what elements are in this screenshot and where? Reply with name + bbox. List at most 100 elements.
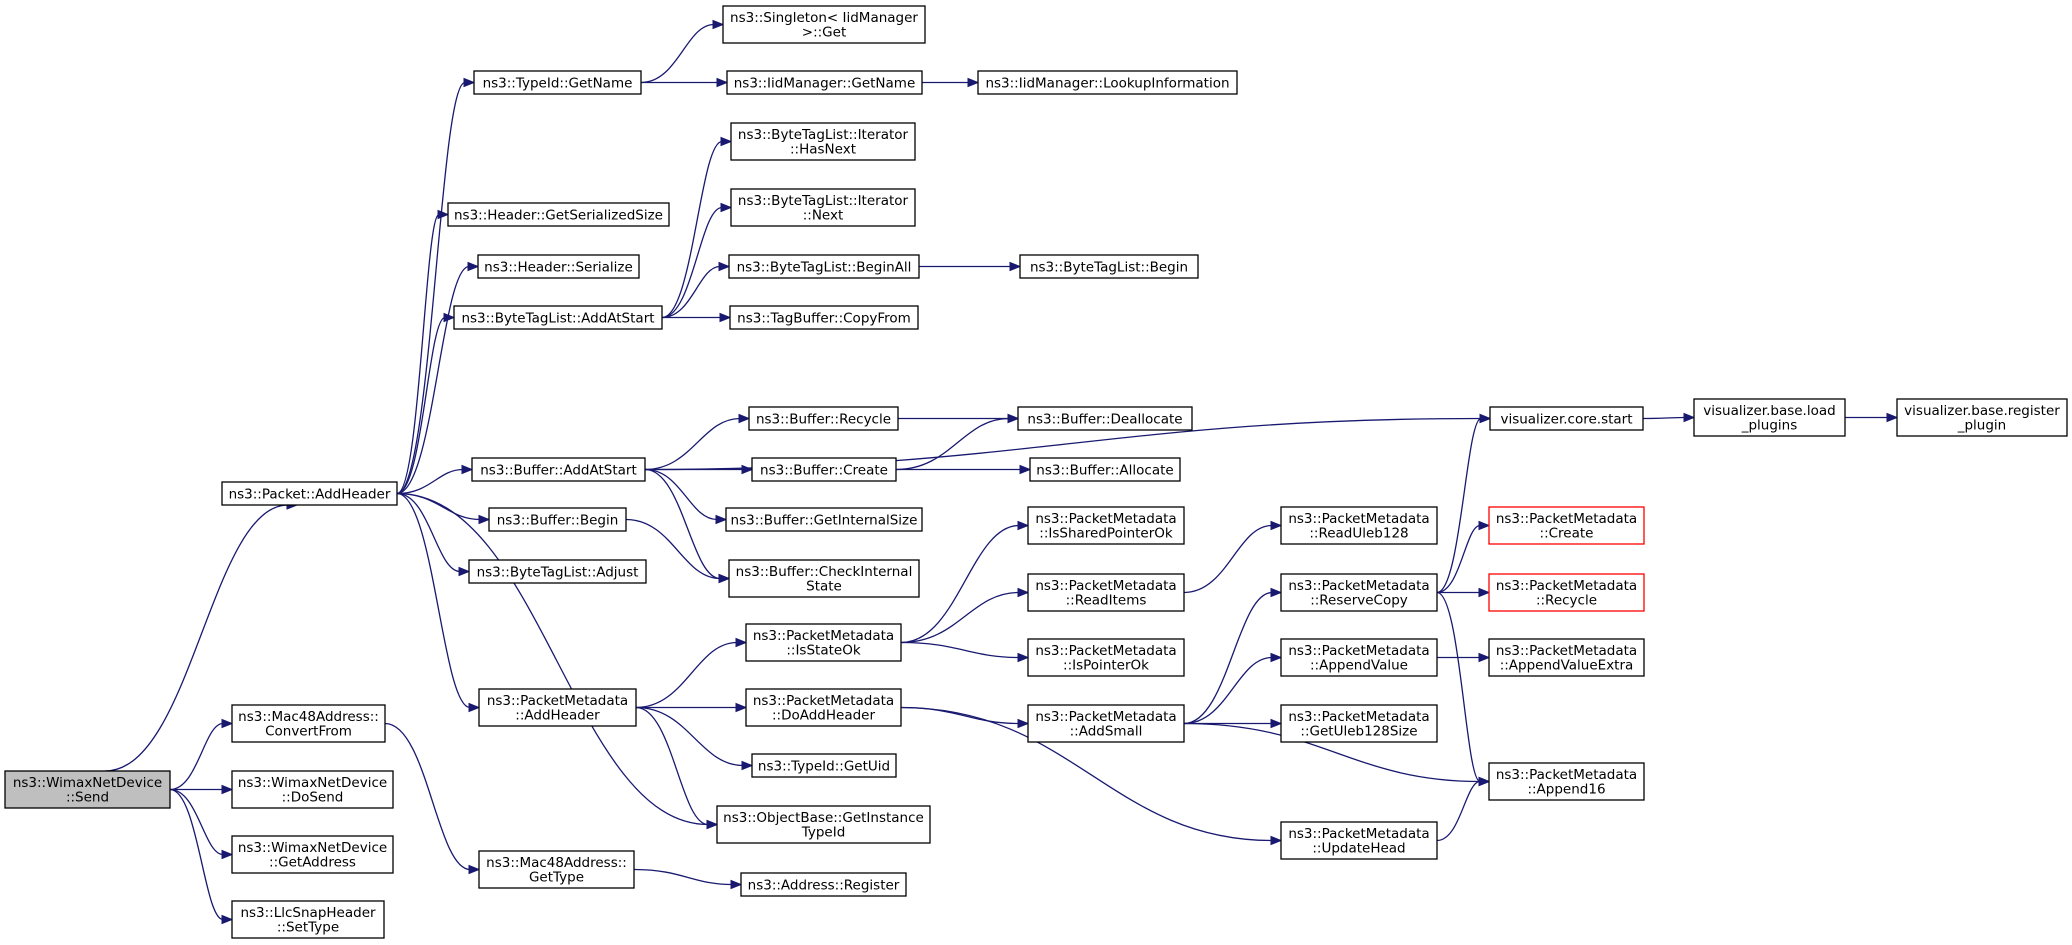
edge-typeid-getname-to-singleton-get [640,23,715,84]
node-do-send[interactable]: ns3::WimaxNetDevice::DoSend [231,770,394,809]
node-buffer-addatstart[interactable]: ns3::Buffer::AddAtStart [471,457,646,482]
node-singleton-get[interactable]: ns3::Singleton< IidManager >::Get [722,5,926,44]
node-iid-getname[interactable]: ns3::IidManager::GetName [726,70,923,95]
node-header-gss[interactable]: ns3::Header::GetSerializedSize [447,202,670,227]
node-label: ::DoAddHeader [772,708,875,724]
node-add-header[interactable]: ns3::Packet::AddHeader [221,481,398,506]
node-btl-begin[interactable]: ns3::ByteTagList::Begin [1019,254,1199,279]
node-tagbuffer-copyfrom[interactable]: ns3::TagBuffer::CopyFrom [729,305,919,330]
node-pm-ispointerok[interactable]: ns3::PacketMetadata::IsPointerOk [1027,638,1185,677]
node-label: ::GetAddress [269,855,356,871]
node-get-address[interactable]: ns3::WimaxNetDevice::GetAddress [231,835,394,874]
node-pm-readitems[interactable]: ns3::PacketMetadata::ReadItems [1027,573,1185,612]
arrowhead-icon [1017,587,1030,598]
arrowhead-icon [1009,261,1022,272]
node-label: _plugins [1741,418,1798,434]
node-pm-updatehead[interactable]: ns3::PacketMetadata::UpdateHead [1280,821,1438,860]
node-box [1027,573,1185,612]
node-typeid-getname[interactable]: ns3::TypeId::GetName [473,70,642,95]
arrowhead-icon [735,702,748,713]
edge-send-to-add-header [104,504,289,772]
node-pm-appendvalue[interactable]: ns3::PacketMetadata::AppendValue [1280,638,1438,677]
node-box [1693,398,1846,437]
node-label: ns3::Mac48Address:: [238,709,379,725]
node-box [1017,406,1193,431]
edge-pm-addheader-to-pm-isstateok [635,641,738,709]
node-pm-doaddheader[interactable]: ns3::PacketMetadata::DoAddHeader [745,688,902,727]
node-btl-adjust[interactable]: ns3::ByteTagList::Adjust [468,559,647,584]
node-buffer-create[interactable]: ns3::Buffer::Create [751,457,897,482]
node-label: ::ReadItems [1066,593,1147,609]
node-label: ns3::WimaxNetDevice [238,840,387,856]
node-pm-issharedpointerok[interactable]: ns3::PacketMetadata::IsSharedPointerOk [1027,506,1185,545]
node-box [477,254,640,279]
node-label: GetType [529,870,584,886]
node-box [231,835,394,874]
node-buffer-getinternalsize[interactable]: ns3::Buffer::GetInternalSize [725,507,923,532]
node-box [1488,762,1645,801]
node-box [726,70,923,95]
node-buffer-allocate[interactable]: ns3::Buffer::Allocate [1029,457,1181,482]
node-buffer-deallocate[interactable]: ns3::Buffer::Deallocate [1017,406,1193,431]
node-btl-beginall[interactable]: ns3::ByteTagList::BeginAll [728,254,920,279]
node-pm-appendvalueextra[interactable]: ns3::PacketMetadata::AppendValueExtra [1488,638,1645,677]
node-llc-settype[interactable]: ns3::LlcSnapHeader::SetType [231,900,385,939]
node-address-register[interactable]: ns3::Address::Register [740,872,907,897]
node-vis-base-register[interactable]: visualizer.base.register_plugin [1896,398,2068,437]
edge-layer [104,19,1899,925]
arrowhead-icon [715,514,728,525]
node-pm-recycle[interactable]: ns3::PacketMetadata::Recycle [1488,573,1645,612]
node-box [447,202,670,227]
edge-pm-readitems-to-pm-readuleb128 [1183,524,1273,594]
node-label: ns3::PacketMetadata [1035,578,1176,594]
node-box [1027,704,1185,743]
node-vis-core-start[interactable]: visualizer.core.start [1489,406,1644,431]
edge-pm-reservecopy-to-pm-append16 [1436,591,1481,783]
arrowhead-icon [1270,520,1283,531]
edge-buffer-addatstart-to-buffer-checkinternal [644,468,721,580]
node-box [729,305,919,330]
node-iid-lookup[interactable]: ns3::IidManager::LookupInformation [977,70,1238,95]
node-box [1280,506,1438,545]
node-box [730,122,916,161]
node-pm-addsmall[interactable]: ns3::PacketMetadata::AddSmall [1027,704,1185,743]
node-pm-isstateok[interactable]: ns3::PacketMetadata::IsStateOk [745,623,902,662]
node-buffer-begin[interactable]: ns3::Buffer::Begin [488,507,627,532]
node-label: ConvertFrom [265,724,352,740]
node-typeid-getuid[interactable]: ns3::TypeId::GetUid [751,753,897,778]
node-btl-it-hasnext[interactable]: ns3::ByteTagList::Iterator::HasNext [730,122,916,161]
node-btl-addatstart[interactable]: ns3::ByteTagList::AddAtStart [453,305,663,330]
node-box [231,900,385,939]
node-label: ns3::Buffer::Allocate [1036,462,1173,478]
node-pm-create[interactable]: ns3::PacketMetadata::Create [1488,506,1645,545]
node-pm-append16[interactable]: ns3::PacketMetadata::Append16 [1488,762,1645,801]
arrowhead-icon [221,849,234,860]
arrowhead-icon [221,784,234,795]
node-box [1280,573,1438,612]
node-box [1488,638,1645,677]
node-label: ns3::PacketMetadata [1035,511,1176,527]
node-mac-gettype[interactable]: ns3::Mac48Address::GetType [478,850,635,889]
node-pm-addheader[interactable]: ns3::PacketMetadata::AddHeader [478,688,637,727]
arrowhead-icon [718,261,731,272]
node-label: ns3::IidManager::LookupInformation [985,75,1229,91]
node-box [1019,254,1199,279]
arrowhead-icon [1270,652,1283,663]
arrowhead-icon [716,77,729,88]
node-header-serialize[interactable]: ns3::Header::Serialize [477,254,640,279]
node-send[interactable]: ns3::WimaxNetDevice::Send [4,770,171,809]
edge-pm-reservecopy-to-vis-core-start [1436,417,1482,594]
node-pm-readuleb128[interactable]: ns3::PacketMetadata::ReadUleb128 [1280,506,1438,545]
node-mac-convert[interactable]: ns3::Mac48Address::ConvertFrom [231,704,386,743]
node-pm-reservecopy[interactable]: ns3::PacketMetadata::ReserveCopy [1280,573,1438,612]
node-pm-getuleb128size[interactable]: ns3::PacketMetadata::GetUleb128Size [1280,704,1438,743]
node-label: ::HasNext [790,142,856,158]
node-buffer-recycle[interactable]: ns3::Buffer::Recycle [748,406,899,431]
node-label: ns3::ByteTagList::Adjust [477,564,639,580]
arrowhead-icon [1478,520,1491,531]
node-btl-it-next[interactable]: ns3::ByteTagList::Iterator::Next [730,188,916,227]
edge-pm-doaddheader-to-pm-updatehead [900,706,1273,842]
node-vis-base-load[interactable]: visualizer.base.load_plugins [1693,398,1846,437]
